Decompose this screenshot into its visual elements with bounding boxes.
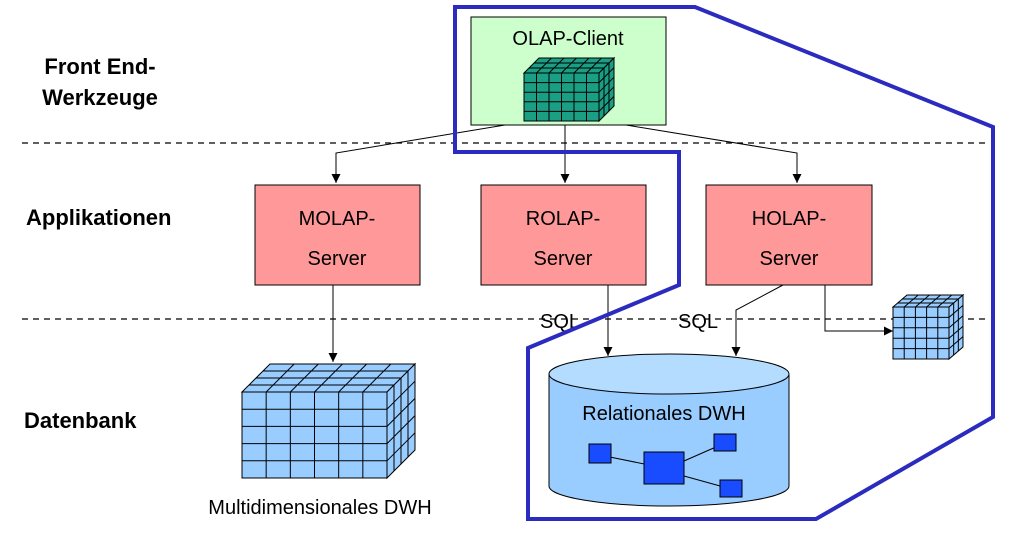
cylinder-body	[548, 374, 790, 507]
cube-grid-line	[536, 57, 552, 74]
cube-grid-line	[948, 325, 964, 339]
rolap-server-node: ROLAP- Server	[480, 184, 647, 286]
multidimensional-dwh-cube-icon	[240, 362, 417, 480]
cube-grid-line	[598, 76, 615, 93]
edge-client-molap	[331, 124, 506, 183]
schema-fact-table	[643, 451, 685, 485]
molap-server-node: MOLAP- Server	[254, 184, 421, 286]
relational-dwh-cylinder: Relationales DWH	[548, 353, 790, 507]
schema-table-2	[713, 433, 737, 452]
server-to-storage-edges	[328, 284, 893, 362]
cube-grid-line	[573, 57, 590, 74]
layer-label-database: Datenbank	[24, 408, 137, 433]
rolap-server-label-line1: ROLAP-	[526, 208, 600, 230]
schema-table-3	[719, 479, 743, 498]
edge-client-holap	[625, 124, 802, 183]
holap-server-label-line1: HOLAP-	[752, 208, 826, 230]
rolap-server-box	[480, 184, 647, 286]
holap-server-box	[705, 184, 873, 286]
olap-client-node: OLAP-Client	[470, 16, 667, 126]
cube-grid-line	[903, 294, 919, 308]
layer-label-frontend-line2: Werkzeuge	[42, 85, 158, 110]
edge-holap-cube	[824, 285, 893, 336]
sql-label-holap: SQL	[678, 311, 718, 333]
molap-server-label-line2: Server	[308, 248, 367, 270]
molap-server-label-line1: MOLAP-	[299, 208, 376, 230]
cube-front-face	[892, 306, 950, 360]
cube-grid-line	[948, 315, 964, 329]
cylinder-top	[548, 353, 790, 395]
cube-grid-line	[548, 57, 565, 74]
layer-label-frontend-line1: Front End-	[44, 54, 155, 79]
cube-grid-line	[915, 294, 930, 308]
holap-cube-icon	[891, 293, 965, 361]
relational-schema-icon	[588, 433, 743, 498]
sql-label-rolap: SQL	[540, 311, 580, 333]
cube-grid-line	[598, 86, 615, 103]
holap-server-node: HOLAP- Server	[705, 184, 873, 286]
cube-grid-line	[561, 57, 577, 74]
olap-client-label: OLAP-Client	[512, 28, 624, 50]
cube-grid-line	[937, 294, 953, 308]
rolap-server-label-line2: Server	[534, 248, 593, 270]
molap-server-box	[254, 184, 421, 286]
cube-grid-line	[586, 57, 602, 74]
cube-grid-line	[948, 336, 964, 349]
edge-holap-relational	[731, 284, 784, 356]
cube-grid-line	[926, 294, 941, 308]
olap-client-cube-icon	[522, 56, 616, 123]
layer-label-applications: Applikationen	[26, 205, 171, 230]
cube-grid-line	[598, 67, 615, 83]
relational-dwh-label: Relationales DWH	[582, 403, 745, 425]
holap-server-label-line2: Server	[760, 248, 819, 270]
cube-grid-line	[948, 305, 964, 318]
cube-side-face	[948, 293, 964, 361]
multidimensional-dwh-label: Multidimensionales DWH	[208, 497, 431, 519]
schema-table-1	[588, 443, 612, 464]
rolap-highlight-border	[453, 5, 995, 521]
cube-grid-line	[598, 96, 615, 112]
